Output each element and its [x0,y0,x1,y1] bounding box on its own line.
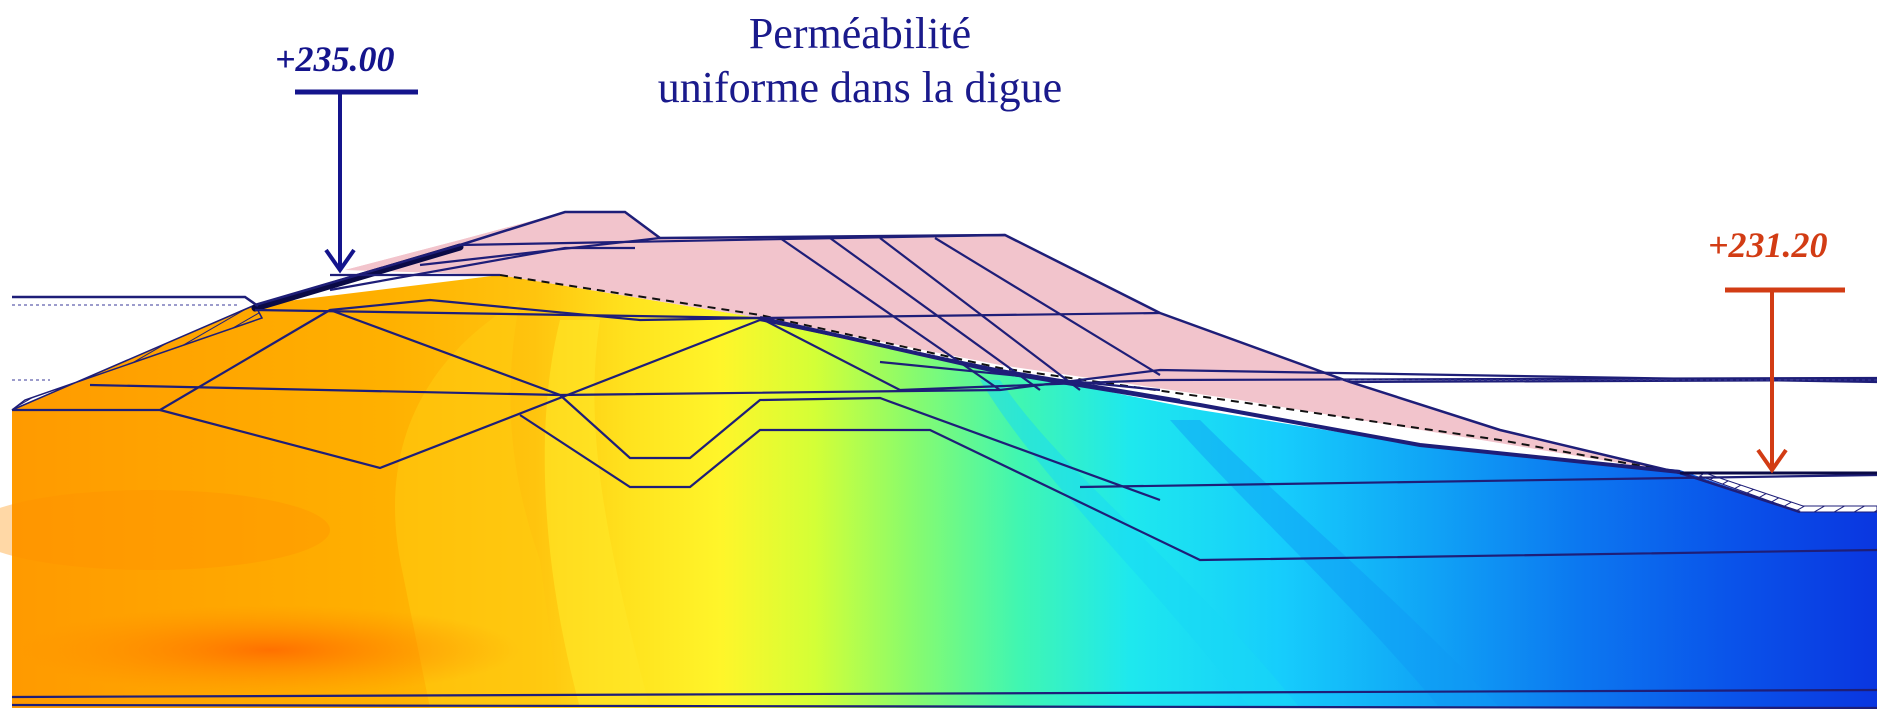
upstream-level-label: +235.00 [275,39,395,79]
deep-head-zone [20,605,520,695]
mesh-line [779,237,1001,391]
downstream-level-marker [1725,287,1845,474]
diagram-title-line1: Perméabilité [748,9,972,58]
downstream-toe-riprap [1698,472,1877,513]
mesh-line [254,308,761,320]
contour-band [980,380,1300,708]
mesh-line [879,360,1161,392]
mesh-line [11,688,1877,699]
mesh-line [459,233,1006,247]
downstream-level-label: +231.20 [1708,225,1828,265]
mesh-line [829,237,1041,391]
upstream-level-arrow-head [324,248,356,274]
mesh-line [759,311,1161,320]
mesh-line [759,318,1181,402]
mesh-line [159,318,761,470]
upstream-slope-thick [251,243,464,312]
diagram-title-line2: uniforme dans la digue [657,63,1063,112]
upstream-level-marker [295,89,418,274]
deep-head-zone [0,490,330,570]
upstream-berm [12,295,259,308]
mesh-line [1349,378,1877,384]
downstream-level-arrow-head [1756,448,1788,474]
mesh-line [934,237,1161,376]
mesh-line [329,246,635,292]
mesh-line [329,308,1161,502]
contour-band [395,300,560,708]
contour-band [1170,420,1500,708]
mesh-line [519,414,1877,562]
mesh-line [1079,473,1877,489]
mesh-line [11,703,1877,710]
mesh-line [879,237,1081,391]
dam-core-unsaturated [345,212,1680,473]
contour-band [544,320,650,708]
mesh-lines [11,233,1877,710]
upstream-riprap [11,304,264,411]
